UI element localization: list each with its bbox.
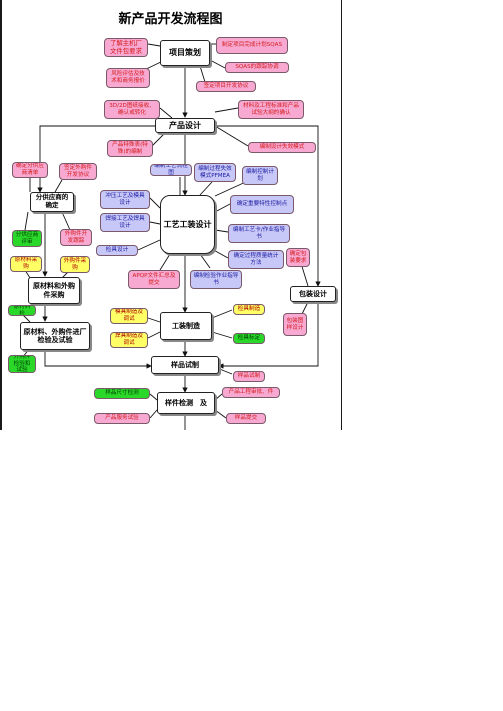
node-risk-assessment: 风险评估及技术和商务报价 <box>106 68 150 88</box>
edge-process-special <box>214 203 231 213</box>
edge-process-stamp <box>149 197 161 209</box>
node-gauge-design: 检具设计 <box>96 245 138 256</box>
edge-design-packaging <box>215 125 321 287</box>
step-supplier-selection: 分供应商的确定 <box>30 192 74 212</box>
node-supplier-evaluation: 分供应商评审 <box>12 230 42 247</box>
node-product-engineering-approval: 产品工程审批、件 <box>222 387 280 398</box>
node-drawing-3d2d: 3D/2D图纸接收、确认或转化 <box>104 100 160 119</box>
node-design-fmea: 编制设计失效模式 <box>248 142 316 153</box>
edge-process-pfmea <box>199 181 213 196</box>
step-project-planning: 项目策划 <box>160 40 210 66</box>
edge-insp-dimension <box>149 393 158 401</box>
edge-design-drawing <box>159 107 173 119</box>
edge-insp-performance <box>149 409 158 419</box>
node-understand-oem: 了解主机厂文件包要求 <box>104 38 148 57</box>
node-fixture-manufacturing: 焊具制造及调试 <box>110 332 148 348</box>
edge-process-instruction <box>214 229 229 233</box>
page-border-left <box>0 0 2 430</box>
node-raw-inspection: 原材料检 <box>8 305 36 316</box>
node-dev-agreement: 签定项目开发协议 <box>196 81 256 92</box>
node-mold-manufacturing: 模具制造及调试 <box>110 308 148 324</box>
edge-pack-trial <box>218 302 319 369</box>
edge-process-weld <box>149 221 161 225</box>
node-process-flowchart: 编制工艺流程图 <box>150 164 192 176</box>
edge-tool-fixture <box>147 331 161 339</box>
step-raw-purchased: 原材料和外购件采购 <box>28 277 80 304</box>
edge-insp-submission <box>214 409 227 419</box>
node-feature-list: 产品特殊表(特殊)的编制 <box>107 140 153 157</box>
edge-tool-mold <box>147 317 161 323</box>
node-gauge-calibration: 检具标定 <box>233 333 265 344</box>
node-sample-dimension: 样品尺寸检测 <box>94 388 150 399</box>
edge-plan-oem <box>147 43 161 47</box>
diagram-title: 新产品开发流程图 <box>118 12 223 27</box>
step-tooling-manufacturing: 工装制造 <box>160 312 212 340</box>
node-confirm-packaging: 确定包装要求 <box>286 248 310 267</box>
node-apqp-summary: APQP文件汇总及提交 <box>128 270 180 289</box>
node-outsourcing-agreement: 签定外购件开发协议 <box>59 163 97 180</box>
node-purchased-purchase: 外购件采购 <box>60 256 90 273</box>
edge-process-inspection <box>199 253 211 269</box>
node-gauge-manufacturing: 检具制造 <box>233 304 265 315</box>
edge-process-gauge <box>137 239 161 251</box>
step-product-design: 产品设计 <box>155 118 215 133</box>
node-pfmea: 编制过程失效模式PFMEA <box>194 163 236 182</box>
edge-supplier-follow <box>61 211 71 231</box>
edge-tool-calib <box>211 331 233 339</box>
edge-plan-agreement <box>199 65 206 83</box>
edge-incoming-trial <box>44 350 152 369</box>
step-process-design: 工艺工装设计 <box>160 195 215 254</box>
step-sample-inspection: 样件检测 及 <box>157 392 215 414</box>
node-sqas-tracking: SQAS的跟踪协调 <box>225 62 289 73</box>
node-control-plan: 编制控制计划 <box>242 166 278 185</box>
node-special-characteristics: 确定重要特性控制点 <box>230 195 294 214</box>
node-raw-material-purchase: 原材料采购 <box>10 256 42 272</box>
node-work-instruction: 编制工艺卡/作业指导书 <box>228 224 290 243</box>
page-border-right <box>341 0 342 430</box>
node-measurement-method: 确定过程质量统计方法 <box>228 250 284 269</box>
step-trial-production: 样品试制 <box>151 356 219 374</box>
edge-design-standard <box>214 107 239 113</box>
node-inspection-instruction: 编制检验作业指导书 <box>190 270 242 289</box>
node-project-plan-sqa: 制定项目完成计划SQAS <box>216 37 288 54</box>
edge-insp-approval <box>214 393 223 401</box>
node-product-performance-test: 产品服务试验 <box>94 413 150 424</box>
edge-supplier-agreement <box>54 179 63 193</box>
step-packaging-design: 包装设计 <box>290 286 336 302</box>
edge-design-dfmea <box>214 125 249 147</box>
edge-plan-sqas <box>209 59 226 69</box>
edge-design-supplier <box>37 125 155 193</box>
edge-tool-gauge <box>211 309 233 319</box>
node-stamping-design: 冲压工艺及模具设计 <box>100 190 150 209</box>
edge-process-apqp <box>159 253 171 271</box>
node-material-standard: 材料及工程标准和产品试验大纲的确认 <box>238 100 304 119</box>
edge-supplier-eval <box>24 211 29 231</box>
node-packaging-scheme: 包装图样设计 <box>283 313 307 336</box>
node-welding-design: 焊接工艺及焊具设计 <box>100 213 150 232</box>
node-purchased-followup: 外购件开发跟踪 <box>60 229 92 246</box>
step-incoming-inspection: 原材料、外购件进厂检验及试验 <box>20 322 90 350</box>
node-sample-submission: 样品提交 <box>226 413 266 424</box>
node-purchased-inspection: 外购件检验和试验 <box>8 355 36 373</box>
node-confirm-supplier-list: 确定分供应商清单 <box>12 162 48 178</box>
node-sample-trial: 样品试制 <box>233 371 265 382</box>
